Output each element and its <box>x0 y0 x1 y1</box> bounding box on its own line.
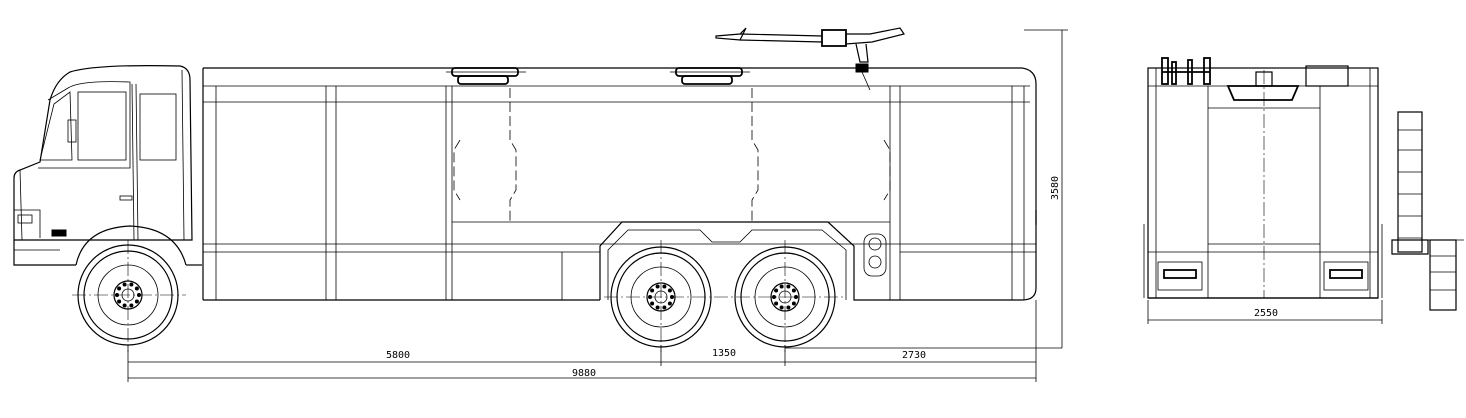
lug-nut <box>655 305 660 310</box>
dim-overall-length: 9880 <box>572 368 596 379</box>
side-view <box>13 27 1037 352</box>
dim-wheelbase-rear: 1350 <box>712 348 736 359</box>
body <box>202 67 1037 301</box>
lug-nut <box>129 303 134 308</box>
lug-nut <box>667 288 672 293</box>
lug-nut <box>794 295 798 299</box>
lug-nut <box>122 282 127 287</box>
lug-nut <box>129 282 134 287</box>
lug-nut <box>117 299 122 304</box>
lug-nut <box>667 301 672 306</box>
lug-nut <box>779 284 784 289</box>
lug-nut <box>122 303 127 308</box>
lug-nut <box>662 284 667 289</box>
cab <box>13 65 202 266</box>
lug-nut <box>791 301 796 306</box>
lug-nut <box>791 288 796 293</box>
roof-hatch-rear <box>670 67 750 85</box>
roof-hatch-front <box>446 67 526 85</box>
lug-nut <box>134 299 139 304</box>
dim-wheelbase-front: 5800 <box>386 350 410 361</box>
dim-overall-height: 3580 <box>1050 176 1061 200</box>
wheel-lug-nuts <box>115 282 798 310</box>
side-dimensions: 5800 1350 2730 9880 3580 <box>127 29 1068 382</box>
lug-nut <box>774 288 779 293</box>
lug-nut <box>650 288 655 293</box>
lug-nut <box>650 301 655 306</box>
lug-nut <box>779 305 784 310</box>
rear-ladder <box>1391 111 1464 311</box>
lug-nut <box>786 305 791 310</box>
dim-overall-width: 2550 <box>1254 308 1278 319</box>
lug-nut <box>134 286 139 291</box>
lug-nut <box>655 284 660 289</box>
lug-nut <box>786 284 791 289</box>
lug-nut <box>774 301 779 306</box>
water-monitor <box>715 27 905 91</box>
lug-nut <box>117 286 122 291</box>
lug-nut <box>662 305 667 310</box>
lug-nut <box>772 295 776 299</box>
rear-view: 2550 <box>1143 57 1464 324</box>
dim-rear-overhang: 2730 <box>902 350 926 361</box>
